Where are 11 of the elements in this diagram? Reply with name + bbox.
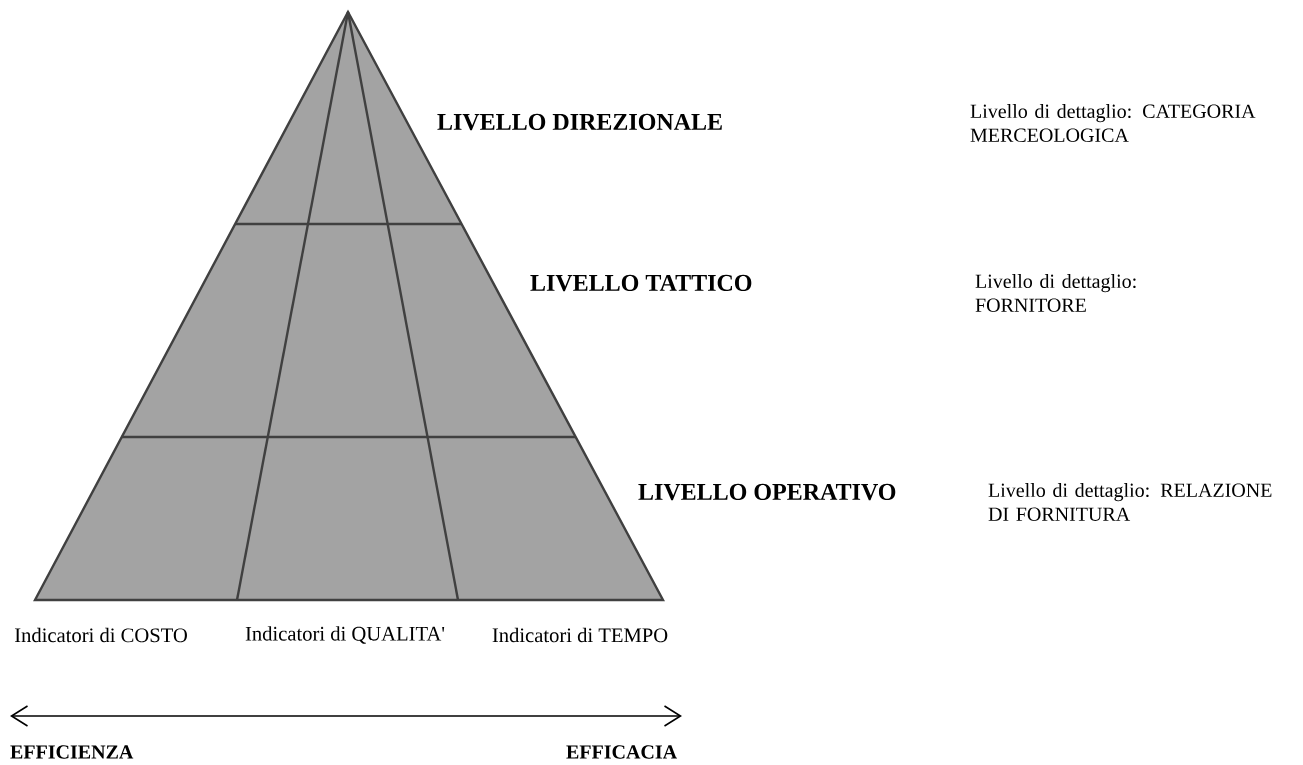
detail-text: Livello di dettaglio: CATEGORIA MERCEOLOGICA [970, 103, 1256, 143]
level-title: LIVELLO DIREZIONALE [437, 113, 722, 131]
indicator-label: Indicatori di QUALITA' [245, 626, 445, 644]
detail-text: Livello di dettaglio: FORNITORE [975, 273, 1136, 313]
axis-label: EFFICACIA [566, 745, 677, 759]
level-title: LIVELLO OPERATIVO [638, 483, 896, 501]
axis-label: EFFICIENZA [10, 745, 134, 759]
indicator-label: Indicatori di COSTO [15, 627, 187, 643]
level-title: LIVELLO TATTICO [530, 274, 752, 292]
detail-text: Livello di dettaglio: RELAZIONE DI FORNITURA [988, 482, 1272, 521]
indicator-label: Indicatori di TEMPO [492, 627, 668, 643]
